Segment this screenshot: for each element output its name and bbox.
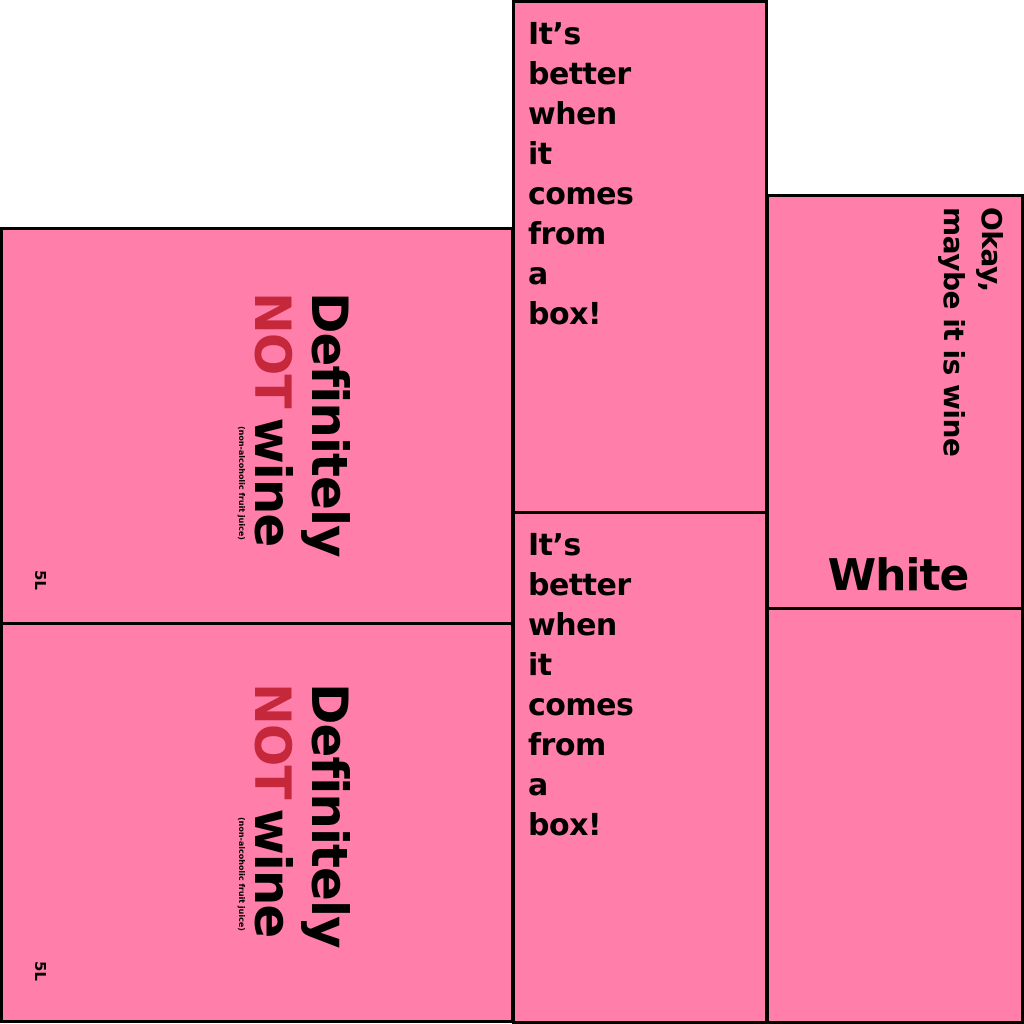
slogan-line: from <box>528 728 606 763</box>
okay-line: Okay, <box>975 207 1008 292</box>
wine-text: wine <box>243 808 301 938</box>
variety-label: White <box>827 550 970 601</box>
volume-label: 5L <box>31 961 49 981</box>
side-label: Definitely NOTwine (non-alcoholic fruit … <box>236 292 358 592</box>
not-wine-row: NOT wine <box>243 292 301 592</box>
slogan: It’s better when it comes from a box! <box>528 526 634 846</box>
okay-line: maybe it is wine <box>937 207 970 457</box>
end-panel-top: Okay, maybe it is wine White <box>766 194 1024 610</box>
side-panel-bottom: Definitely NOTwine (non-alcoholic fruit … <box>0 622 514 1023</box>
slogan-line: it <box>528 648 552 683</box>
not-text: NOT <box>243 292 301 408</box>
end-panel-bottom <box>766 607 1024 1024</box>
slogan-line: when <box>528 97 617 132</box>
side-panel-top: Definitely NOTwine (non-alcoholic fruit … <box>0 227 514 625</box>
slogan-line: it <box>528 137 552 172</box>
slogan-line: better <box>528 568 631 603</box>
front-panel-top: It’s better when it comes from a box! <box>512 0 768 514</box>
slogan: It’s better when it comes from a box! <box>528 15 634 335</box>
definitely-text: Definitely <box>300 292 358 557</box>
slogan-line: from <box>528 217 606 252</box>
slogan-line: better <box>528 57 631 92</box>
slogan-line: a <box>528 768 548 803</box>
not-text: NOT <box>243 683 301 799</box>
slogan-line: box! <box>528 297 602 332</box>
slogan-line: It’s <box>528 17 581 52</box>
slogan-line: box! <box>528 808 602 843</box>
side-label: Definitely NOTwine (non-alcoholic fruit … <box>236 683 358 983</box>
volume-label: 5L <box>31 570 49 590</box>
not-wine-row: NOT wine <box>243 683 301 983</box>
okay-text: Okay, maybe it is wine <box>934 207 1010 456</box>
slogan-line: comes <box>528 177 634 212</box>
slogan-line: when <box>528 608 617 643</box>
front-panel-bottom: It’s better when it comes from a box! <box>512 511 768 1024</box>
slogan-line: comes <box>528 688 634 723</box>
slogan-line: a <box>528 257 548 292</box>
slogan-line: It’s <box>528 528 581 563</box>
wine-text: wine <box>243 417 301 547</box>
definitely-text: Definitely <box>300 683 358 948</box>
